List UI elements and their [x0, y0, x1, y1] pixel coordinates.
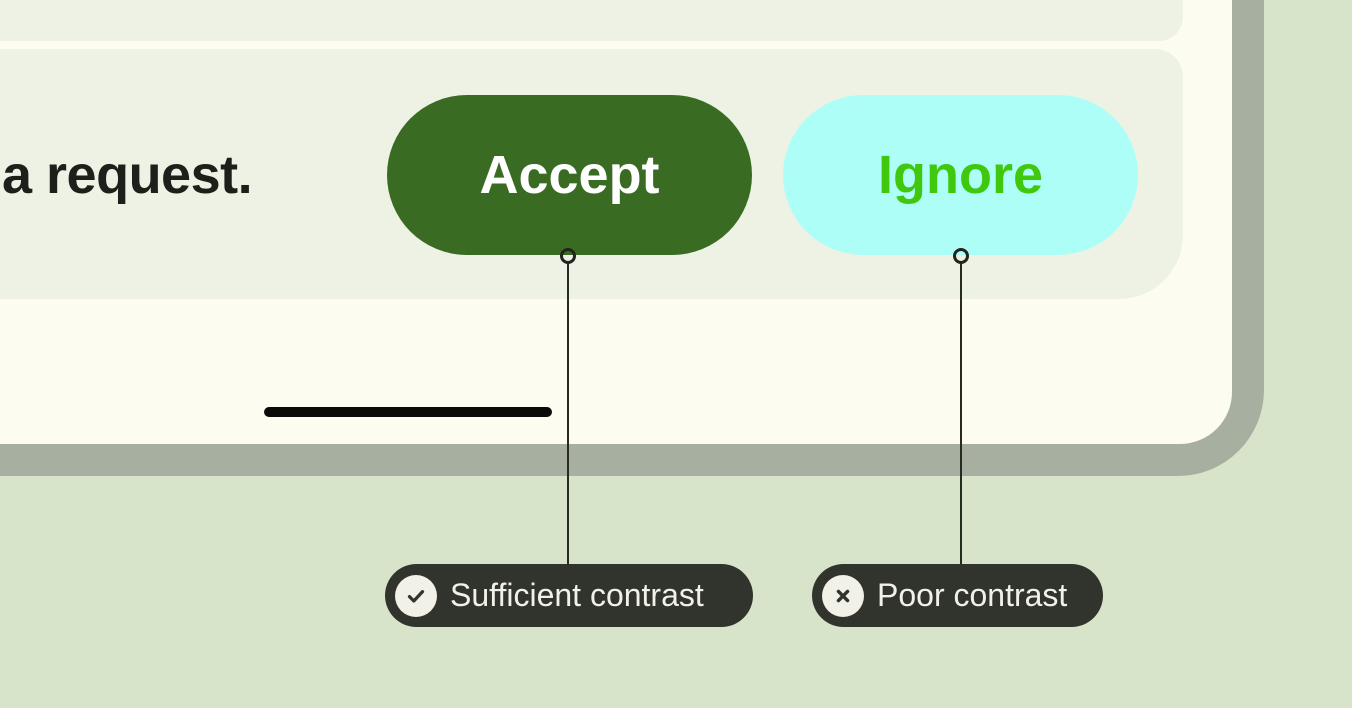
callout-anchor-ring-accept	[560, 248, 576, 264]
notification-panel-top	[0, 0, 1183, 41]
x-circle-icon	[822, 574, 864, 617]
callout-chip-poor-contrast: Poor contrast	[812, 564, 1103, 627]
notification-message: a request.	[2, 145, 253, 205]
callout-label: Poor contrast	[877, 577, 1068, 613]
callout-label: Sufficient contrast	[450, 577, 704, 613]
ignore-button[interactable]: Ignore	[783, 95, 1138, 255]
check-circle-icon	[395, 574, 437, 617]
callout-line-accept	[567, 262, 569, 566]
home-indicator-bar	[264, 407, 552, 417]
callout-anchor-ring-ignore	[953, 248, 969, 264]
accept-button[interactable]: Accept	[387, 95, 752, 255]
callout-chip-sufficient-contrast: Sufficient contrast	[385, 564, 753, 627]
callout-line-ignore	[960, 262, 962, 566]
